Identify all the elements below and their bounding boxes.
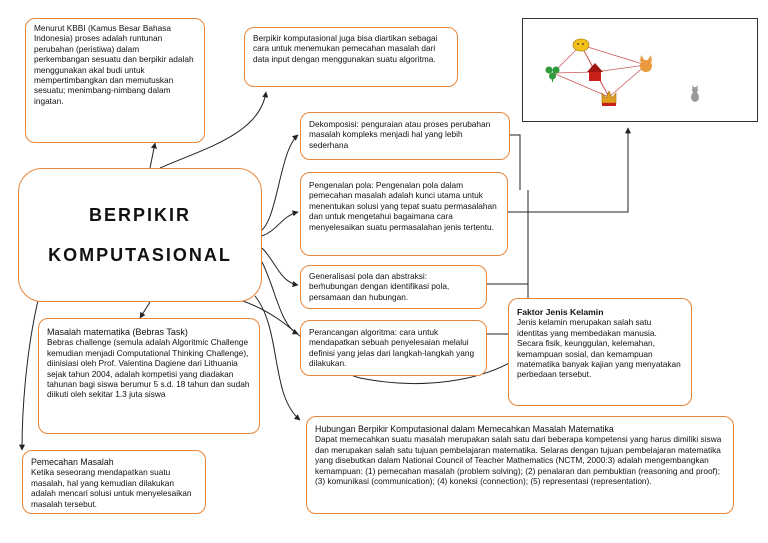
pengenalan-pola-text: Pengenalan pola: Pengenalan pola dalam p…	[309, 180, 497, 232]
perancangan-box: Perancangan algoritma: cara untuk mendap…	[300, 320, 487, 376]
perancangan-text: Perancangan algoritma: cara untuk mendap…	[309, 327, 475, 369]
crown-icon	[601, 90, 617, 106]
central-topic-line1: BERPIKIR	[88, 205, 191, 225]
gray-cat-icon	[691, 85, 699, 102]
definisi-text: Berpikir komputasional juga bisa diartik…	[253, 33, 438, 64]
arrow-to-pemecahan	[19, 291, 41, 451]
masalah-matematika-box: Masalah matematika (Bebras Task) Bebras …	[38, 318, 260, 434]
clover-icon	[545, 66, 560, 82]
central-topic: BERPIKIR KOMPUTASIONAL	[18, 168, 262, 302]
arrow-to-dekomposisi	[261, 134, 299, 231]
arrow-to-generalisasi	[261, 247, 299, 288]
pemecahan-title: Pemecahan Masalah	[31, 457, 114, 467]
sun-icon	[572, 38, 590, 52]
masalah-text: Bebras challenge (semula adalah Algoritm…	[47, 337, 250, 400]
hubungan-box: Hubungan Berpikir Komputasional dalam Me…	[306, 416, 734, 514]
arrow-to-kbbi	[149, 142, 157, 169]
generalisasi-text: Generalisasi pola dan abstraksi: berhubu…	[309, 271, 450, 302]
central-topic-line2: KOMPUTASIONAL	[48, 245, 232, 265]
generalisasi-box: Generalisasi pola dan abstraksi: berhubu…	[300, 265, 487, 309]
bracket-pengenalan	[508, 127, 631, 213]
dekomposisi-box: Dekomposisi: penguraian atau proses peru…	[300, 112, 510, 160]
arrow-to-masalah	[139, 301, 151, 319]
faktor-jenis-kelamin-box: Faktor Jenis Kelamin Jenis kelamin merup…	[508, 298, 692, 406]
faktor-title: Faktor Jenis Kelamin	[517, 307, 604, 317]
faktor-text: Jenis kelamin merupakan salah satu ident…	[517, 317, 681, 380]
pemecahan-masalah-box: Pemecahan Masalah Ketika seseorang menda…	[22, 450, 206, 514]
arrow-to-definisi	[159, 91, 269, 169]
bracket-dekomposisi	[510, 134, 521, 190]
house-icon	[587, 63, 603, 81]
cat-icon	[640, 55, 652, 72]
graph-illustration	[522, 18, 758, 122]
pemecahan-text: Ketika seseorang mendapatkan suatu masal…	[31, 467, 192, 509]
hubungan-text: Dapat memecahkan suatu masalah merupakan…	[315, 434, 722, 487]
hubungan-title: Hubungan Berpikir Komputasional dalam Me…	[315, 424, 614, 434]
masalah-title: Masalah matematika (Bebras Task)	[47, 327, 188, 337]
dekomposisi-text: Dekomposisi: penguraian atau proses peru…	[309, 119, 491, 150]
arrow-to-pengenalan	[261, 210, 299, 237]
pengenalan-pola-box: Pengenalan pola: Pengenalan pola dalam p…	[300, 172, 508, 256]
arrow-to-hubungan	[254, 295, 301, 421]
kbbi-box: Menurut KBBI (Kamus Besar Bahasa Indones…	[25, 18, 205, 143]
definisi-box: Berpikir komputasional juga bisa diartik…	[244, 27, 458, 87]
kbbi-text: Menurut KBBI (Kamus Besar Bahasa Indones…	[34, 23, 194, 106]
